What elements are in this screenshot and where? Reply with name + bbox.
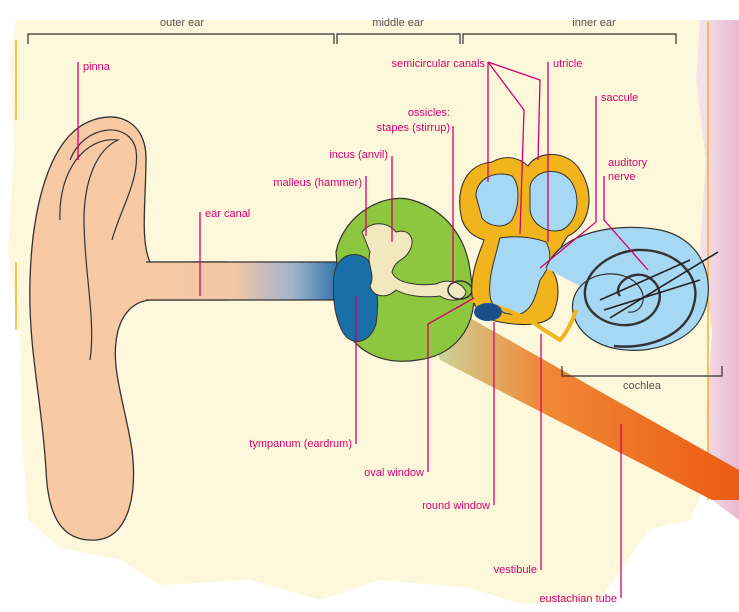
inner-ear-label: inner ear: [572, 17, 616, 29]
pinna-label: pinna: [83, 61, 111, 73]
oval-window-shape: [474, 303, 502, 321]
malleus-label: malleus (hammer): [273, 177, 362, 189]
ear-canal: [146, 262, 342, 300]
utricle-label: utricle: [553, 58, 582, 70]
oval-window-label: oval window: [364, 467, 424, 479]
nerve-label: nerve: [608, 171, 636, 183]
outer-ear-label: outer ear: [160, 17, 204, 29]
ear-canal-label: ear canal: [205, 208, 250, 220]
eustachian-tube-label: eustachian tube: [539, 593, 617, 605]
ossicles-label: ossicles:: [408, 107, 450, 119]
auditory-label: auditory: [608, 157, 648, 169]
stapes-label: stapes (stirrup): [377, 122, 450, 134]
tympanum-label: tympanum (eardrum): [249, 438, 352, 450]
semicircular-canals-label: semicircular canals: [391, 58, 485, 70]
middle-ear-label: middle ear: [372, 17, 424, 29]
vestibule-label: vestibule: [494, 564, 537, 576]
saccule-label: saccule: [601, 92, 638, 104]
semicircular-canal-right: [530, 171, 577, 230]
incus-label: incus (anvil): [329, 149, 388, 161]
round-window-label: round window: [422, 500, 490, 512]
semicircular-canal-left: [476, 174, 518, 226]
cochlea-label: cochlea: [623, 380, 662, 392]
